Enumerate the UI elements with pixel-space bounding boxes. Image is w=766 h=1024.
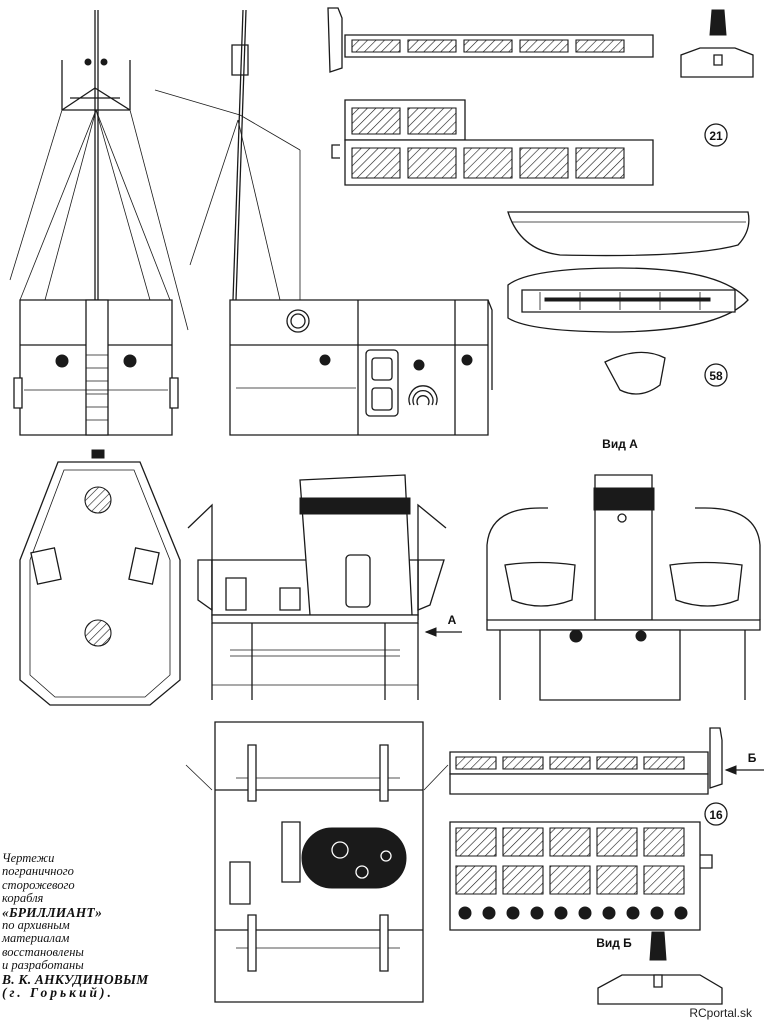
- caption-author: В. К. АНКУДИНОВЫМ: [2, 971, 149, 987]
- deck-plan-skylight: [186, 722, 448, 1002]
- caption-city: (г. Горький).: [2, 985, 114, 1001]
- arrow-label-b: Б: [748, 751, 757, 765]
- skylight-parts-16: Б 16 Вид Б: [450, 728, 764, 1004]
- view-b-label: Вид Б: [596, 936, 632, 950]
- lifeboat-58: 58: [508, 212, 749, 394]
- skylight-parts-21: 21: [328, 8, 753, 185]
- caption-ship-name: «БРИЛЛИАНТ»: [2, 904, 103, 920]
- caption-line: Чертежи: [2, 851, 55, 865]
- caption-line: и разработаны: [2, 958, 84, 973]
- view-a-funnel-front: Вид А: [487, 437, 760, 700]
- side-view-superstructure: [155, 10, 492, 435]
- sheet-number-21: 21: [709, 129, 723, 143]
- side-view-funnel-davits: А: [188, 475, 462, 700]
- front-view-mast-superstructure: [10, 10, 188, 435]
- arrow-label-a: А: [448, 613, 457, 627]
- caption-line: восстановлены: [2, 944, 84, 959]
- caption-line: материалам: [2, 931, 70, 946]
- view-a-label: Вид А: [602, 437, 638, 451]
- sheet-number-16: 16: [709, 808, 723, 822]
- plan-view-superstructure: [20, 450, 180, 705]
- caption-line: сторожевого: [2, 877, 75, 892]
- caption-line: по архивным: [2, 918, 70, 933]
- sheet-number-58: 58: [709, 369, 723, 383]
- watermark-text: RCportal.sk: [689, 1006, 752, 1020]
- drawing-caption: Чертежи пограничного сторожевого корабля…: [2, 851, 232, 1001]
- caption-line: пограничного: [2, 864, 74, 879]
- caption-line: корабля: [2, 891, 44, 906]
